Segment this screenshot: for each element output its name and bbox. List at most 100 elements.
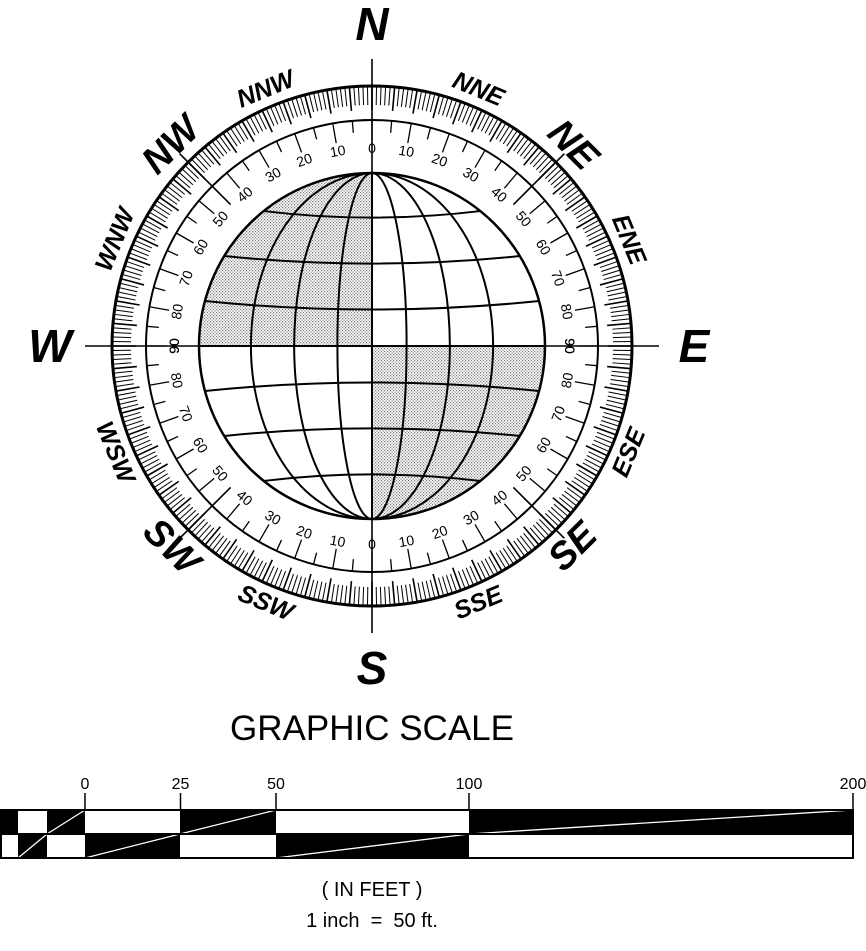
bezel-degree-tick — [400, 88, 405, 107]
scale-units-label: ( IN FEET ) — [322, 879, 423, 901]
scale-title: GRAPHIC SCALE — [230, 709, 514, 748]
bezel-degree-tick — [130, 252, 148, 261]
degree-label: 60 — [190, 236, 212, 258]
bezel-degree-tick — [126, 261, 145, 269]
bezel-degree-tick — [219, 136, 231, 152]
dial-tick — [407, 123, 412, 144]
bezel-degree-tick — [523, 526, 540, 545]
dial-tick — [149, 306, 170, 311]
degree-label: 10 — [329, 142, 347, 160]
bezel-degree-tick — [571, 200, 588, 212]
bezel-degree-tick — [441, 576, 449, 594]
bezel-degree-tick — [141, 227, 158, 238]
scale-tick-label: 25 — [172, 776, 190, 793]
bezel-degree-tick — [552, 178, 571, 195]
bezel-degree-tick — [558, 497, 574, 510]
bezel-degree-tick — [612, 331, 631, 334]
dial-tick — [153, 400, 166, 406]
dial-tick — [146, 325, 159, 328]
bezel-degree-tick — [208, 144, 221, 160]
bezel-degree-tick — [471, 559, 483, 582]
bezel-degree-tick — [445, 99, 453, 117]
bezel-degree-tick — [304, 95, 312, 119]
bezel-degree-tick — [114, 370, 133, 374]
bezel-degree-tick — [465, 107, 474, 125]
bezel-degree-tick — [118, 291, 137, 297]
bezel-degree-tick — [113, 358, 132, 361]
bezel-degree-tick — [506, 538, 522, 559]
bezel-degree-tick — [566, 487, 582, 499]
bezel-degree-tick — [417, 582, 422, 601]
bezel-degree-tick — [553, 503, 568, 517]
bezel-degree-tick — [412, 90, 418, 114]
bezel-degree-tick — [159, 196, 180, 212]
bezel-degree-tick — [506, 130, 518, 147]
degree-label: 10 — [397, 532, 415, 550]
globe-parallel — [204, 300, 540, 311]
globe-outline — [197, 171, 547, 521]
bezel-degree-tick — [379, 87, 382, 106]
bezel-degree-tick — [465, 567, 474, 585]
bezel-degree-tick — [612, 327, 631, 330]
scale-diagonal — [46, 809, 86, 835]
dial-tick — [258, 149, 270, 168]
bezel-degree-tick — [162, 487, 178, 499]
bezel-degree-tick — [282, 567, 293, 590]
dial-tick — [175, 448, 194, 460]
bezel-degree-tick — [116, 386, 140, 392]
bezel-degree-tick — [532, 153, 546, 168]
dial-tick — [241, 520, 250, 532]
bezel-degree-tick — [552, 497, 571, 514]
bezel-degree-tick — [238, 552, 249, 569]
degree-label: 80 — [168, 302, 186, 320]
degree-label: 30 — [460, 164, 482, 186]
bezel-degree-tick — [219, 540, 231, 556]
dial-tick — [226, 172, 241, 189]
bezel-degree-tick — [173, 178, 192, 195]
dial-tick — [546, 215, 558, 224]
bezel-degree-tick — [222, 133, 238, 154]
dial-tick — [503, 503, 518, 520]
bezel-degree-tick — [194, 156, 209, 171]
bezel-degree-tick — [499, 550, 510, 566]
bezel-degree-tick — [282, 102, 293, 125]
bezel-degree-tick — [117, 296, 136, 301]
bezel-degree-tick — [417, 91, 422, 110]
bezel-degree-tick — [353, 586, 356, 605]
degree-label: 0 — [368, 140, 376, 156]
bezel-degree-tick — [603, 274, 622, 281]
bezel-degree-tick — [131, 435, 149, 444]
dial-tick — [166, 435, 179, 443]
bezel-degree-tick — [156, 480, 173, 492]
bezel-degree-tick — [335, 584, 339, 603]
bezel-degree-tick — [274, 105, 283, 123]
bezel-degree-tick — [605, 403, 624, 410]
dial-tick — [426, 127, 432, 140]
bezel-degree-tick — [461, 105, 470, 123]
bezel-degree-tick — [357, 586, 360, 605]
bezel-degree-tick — [545, 513, 559, 527]
degree-label: 0 — [368, 536, 376, 552]
bezel-degree-tick — [523, 144, 536, 160]
bezel-degree-tick — [266, 565, 275, 583]
degree-label: 70 — [548, 403, 568, 423]
bezel-degree-tick — [611, 318, 630, 322]
bezel-degree-tick — [429, 94, 436, 113]
degree-label: 10 — [329, 532, 347, 550]
bezel-degree-tick — [116, 300, 140, 306]
bezel-degree-tick — [226, 545, 238, 562]
bezel-degree-tick — [270, 107, 279, 125]
bezel-degree-tick — [295, 576, 303, 594]
bezel-degree-tick — [300, 96, 307, 115]
bezel-degree-tick — [124, 415, 142, 423]
bezel-degree-tick — [121, 278, 145, 286]
bezel-degree-tick — [547, 168, 562, 183]
dial-tick — [186, 468, 198, 477]
bezel-degree-tick — [185, 513, 199, 527]
bezel-degree-tick — [502, 128, 514, 145]
bezel-degree-tick — [261, 559, 273, 582]
globe-parallel — [204, 381, 540, 392]
bezel-degree-tick — [607, 291, 626, 297]
scale-tick-label: 200 — [840, 776, 866, 793]
bezel-degree-tick — [215, 538, 228, 554]
